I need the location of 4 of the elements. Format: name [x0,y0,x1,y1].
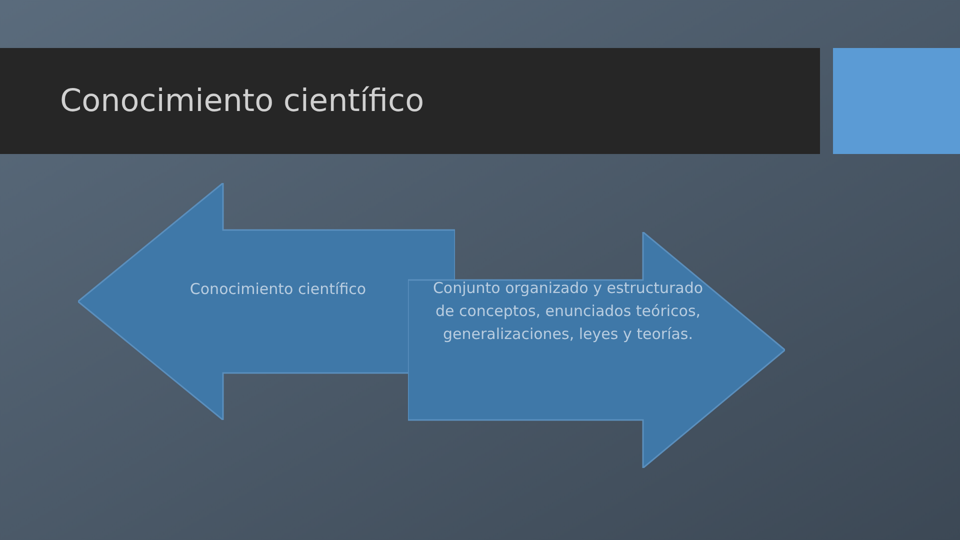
title: Conocimiento científico [60,82,424,121]
right-block-arrow [408,232,785,468]
arrow-text: Conjunto organizado y estructurado de conceptos, enunciados teóricos, generalizaciones, leyes y teorías. [432,278,704,345]
arrow-text: Conocimiento científico [188,279,368,300]
